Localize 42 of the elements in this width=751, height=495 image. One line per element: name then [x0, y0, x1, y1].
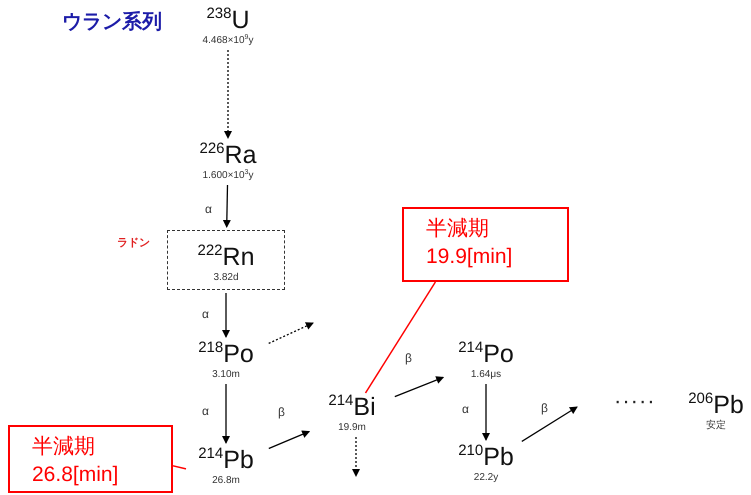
arrow [268, 430, 310, 450]
nuclide-symbol: $^{226}$Ra [198, 141, 258, 169]
callout-text: 19.9[min] [426, 244, 514, 270]
edge-label: β [277, 405, 286, 419]
nuclide-symbol: $^{214}$Bi [327, 393, 377, 421]
ellipsis-dots: ····· [614, 388, 656, 414]
nuclide-symbol: $^{214}$Po [457, 340, 515, 368]
half-life: 1.600×10$^{3}$y [202, 169, 254, 182]
nuclide-symbol: $^{218}$Po [197, 340, 255, 368]
half-life: 1.64μs [470, 368, 502, 381]
nuclide-symbol: $^{206}$Pb [687, 391, 745, 419]
dotted-arrow [268, 322, 314, 344]
arrow [222, 293, 230, 338]
dotted-arrow [352, 437, 360, 477]
leader-line [172, 465, 186, 470]
half-life: 22.2y [472, 471, 500, 484]
callout-box [8, 425, 173, 493]
callout-text: 26.8[min] [32, 462, 120, 488]
nuclide-symbol: $^{238}$U [205, 6, 251, 34]
half-life: 19.9m [337, 421, 367, 434]
half-life: 3.10m [211, 368, 241, 381]
edge-label: β [404, 351, 413, 365]
half-life: 安定 [705, 419, 727, 432]
nuclide-symbol: $^{210}$Pb [457, 443, 515, 471]
half-life: 26.8m [211, 474, 241, 487]
arrow [222, 384, 230, 444]
title: ウラン系列 [62, 10, 162, 35]
callout-text: 半減期 [32, 434, 96, 460]
arrow [482, 384, 490, 441]
leader-line [364, 282, 436, 394]
arrow [394, 376, 444, 398]
arrow [521, 406, 578, 442]
nuclide-name: ラドン [117, 236, 150, 250]
nuclide-symbol: $^{222}$Rn [196, 243, 256, 271]
edge-label: β [540, 401, 549, 415]
dotted-arrow [224, 50, 232, 139]
arrow [222, 184, 231, 228]
half-life: 4.468×10$^{9}$y [202, 34, 254, 47]
half-life: 3.82d [212, 271, 240, 284]
callout-box [402, 207, 569, 282]
nuclide-symbol: $^{214}$Pb [197, 446, 255, 474]
callout-text: 半減期 [426, 216, 490, 242]
